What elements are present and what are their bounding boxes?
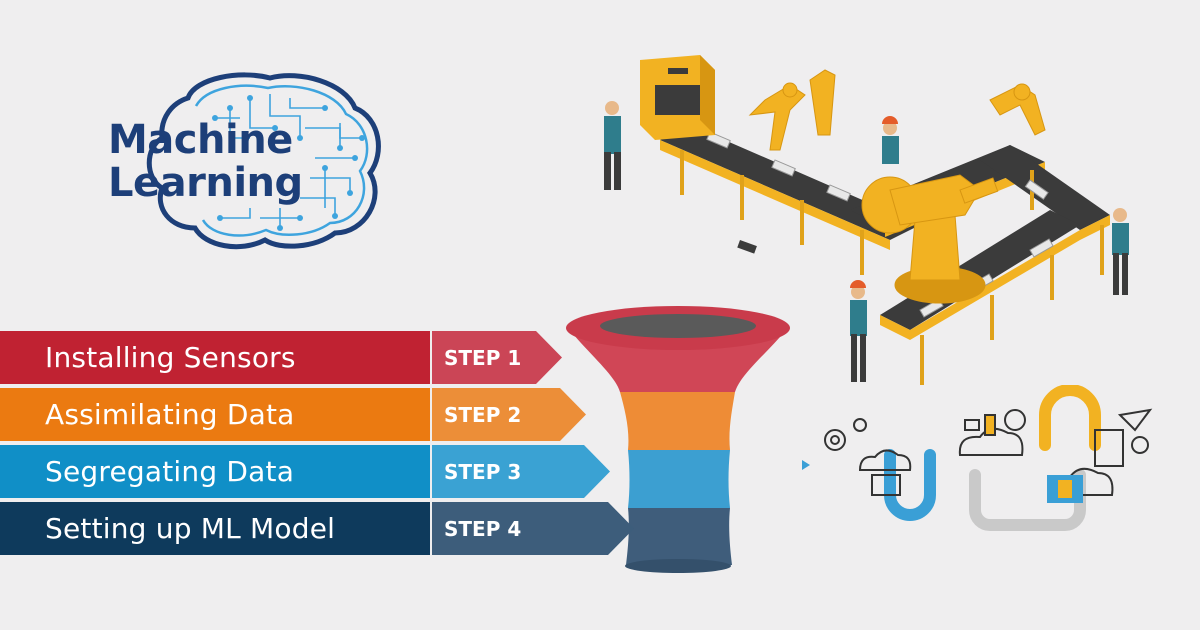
step-3-arrow: STEP 3: [432, 445, 610, 498]
funnel-icon: [566, 306, 790, 573]
step-3-bar: Segregating Data: [0, 445, 430, 498]
logo-title-line1: Machine: [108, 117, 293, 163]
robot-arm-icon: [748, 69, 1046, 151]
step-2-arrow: STEP 2: [432, 388, 586, 441]
brain-circuit-icon: [146, 72, 381, 250]
step-3-label: Segregating Data: [45, 455, 295, 488]
step-1-number: STEP 1: [444, 345, 522, 370]
step-2-number: STEP 2: [444, 402, 522, 427]
step-2-bar: Assimilating Data: [0, 388, 430, 441]
step-1-bar: Installing Sensors: [0, 331, 430, 384]
robot-icon: [861, 174, 999, 304]
machine-icon: [640, 55, 715, 140]
step-4-arrow: STEP 4: [432, 502, 634, 555]
step-1-arrow: STEP 1: [432, 331, 562, 384]
assembly-line-illustration: [604, 55, 1129, 385]
step-4-bar: Setting up ML Model: [0, 502, 430, 555]
step-4-number: STEP 4: [444, 516, 522, 541]
worker-icon: [604, 101, 1129, 382]
logo-title-line2: Learning: [108, 160, 303, 206]
machine-learning-logo: Machine Learning: [100, 68, 390, 258]
step-2-label: Assimilating Data: [45, 398, 295, 431]
step-3-number: STEP 3: [444, 459, 522, 484]
process-network-illustration: [802, 385, 1153, 531]
step-1-label: Installing Sensors: [45, 341, 296, 374]
step-4-label: Setting up ML Model: [45, 512, 336, 545]
